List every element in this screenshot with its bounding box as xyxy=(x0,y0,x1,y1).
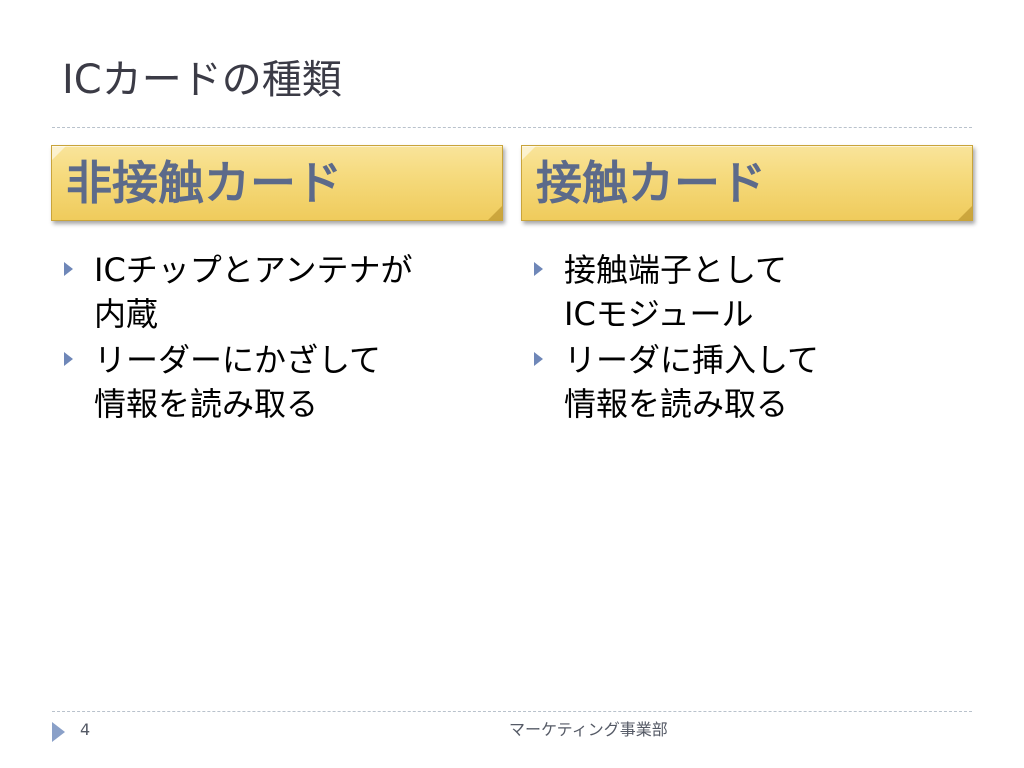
bullet-line: 情報を読み取る xyxy=(94,385,319,423)
bullet-arrow-icon xyxy=(534,262,543,276)
column-header-contact: 接触カード xyxy=(521,145,973,221)
bullet-arrow-icon xyxy=(64,262,73,276)
slide-title: ICカードの種類 xyxy=(62,57,342,103)
bullet-line: 内蔵 xyxy=(94,295,159,333)
contactless-bullet-list: ICチップとアンテナが 内蔵 リーダーにかざして 情報を読み取る xyxy=(62,248,492,428)
bullet-arrow-icon xyxy=(64,352,73,366)
bullet-line: ICモジュール xyxy=(564,295,754,333)
list-item: 接触端子として ICモジュール xyxy=(532,248,962,336)
title-divider xyxy=(52,127,972,128)
bullet-line: 情報を読み取る xyxy=(564,385,789,423)
footer-department: マーケティング事業部 xyxy=(509,720,668,739)
footer-arrow-icon xyxy=(52,722,65,742)
bullet-arrow-icon xyxy=(534,352,543,366)
list-item: リーダに挿入して 情報を読み取る xyxy=(532,338,962,426)
bullet-line: ICチップとアンテナが xyxy=(94,251,413,289)
footer-divider xyxy=(52,711,972,712)
contact-bullet-list: 接触端子として ICモジュール リーダに挿入して 情報を読み取る xyxy=(532,248,962,428)
column-header-contactless-label: 非接触カード xyxy=(66,156,342,210)
list-item: ICチップとアンテナが 内蔵 xyxy=(62,248,492,336)
column-header-contactless: 非接触カード xyxy=(51,145,503,221)
bullet-line: リーダに挿入して xyxy=(564,341,820,379)
bullet-line: リーダーにかざして xyxy=(94,341,382,379)
slide-number: 4 xyxy=(80,720,91,739)
column-header-contact-label: 接触カード xyxy=(536,156,766,210)
bullet-line: 接触端子として xyxy=(564,251,788,289)
list-item: リーダーにかざして 情報を読み取る xyxy=(62,338,492,426)
